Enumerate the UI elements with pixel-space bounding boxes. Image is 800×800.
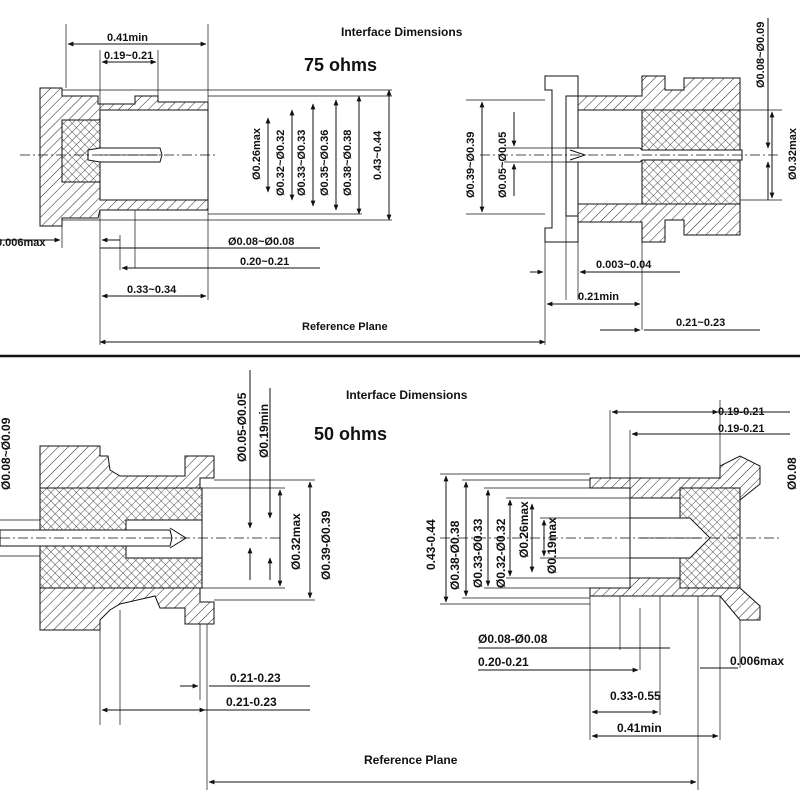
top-left-phi032: Ø0.32~Ø0.32 — [275, 130, 287, 196]
top-left-phi026max: Ø0.26max — [251, 127, 263, 180]
top-right-021-023: 0.21~0.23 — [676, 317, 725, 329]
top-right-dimensions: Ø0.39~Ø0.39 Ø0.05~Ø0.05 Ø0.08~Ø0.09 Ø0.3… — [465, 18, 799, 345]
bottom-left-phi019min: Ø0.19min — [257, 404, 271, 458]
top-title: Interface Dimensions — [341, 25, 463, 39]
top-right-connector — [480, 75, 780, 243]
bottom-right-0006max: 0.006max — [730, 654, 784, 668]
top-left-033-034: 0.33~0.34 — [127, 284, 177, 296]
bottom-right-edge-label: Ø0.08 — [785, 457, 799, 490]
bottom-left-phi005: Ø0.05-Ø0.05 — [235, 392, 249, 462]
top-left-019-021: 0.19~0.21 — [104, 50, 153, 62]
top-reference-plane: Reference Plane — [302, 321, 388, 333]
bottom-left-021-023-b: 0.21-0.23 — [226, 695, 277, 709]
bottom-reference-plane: Reference Plane — [364, 753, 458, 767]
top-right-0003-004: 0.003~0.04 — [596, 259, 652, 271]
bottom-right-dimensions: 0.19-0.21 0.19-0.21 Ø0.08 0.43-0.44 Ø0.3… — [424, 400, 799, 790]
top-impedance: 75 ohms — [304, 55, 377, 75]
top-panel-75ohm: Interface Dimensions 75 ohms 0.41min 0.1… — [0, 18, 799, 345]
top-right-phi008-009: Ø0.08~Ø0.09 — [755, 22, 767, 88]
top-right-pin — [565, 147, 743, 163]
top-right-phi039: Ø0.39~Ø0.39 — [465, 132, 477, 198]
top-left-043-044: 0.43~0.44 — [372, 130, 384, 180]
top-right-phi005: Ø0.05~Ø0.05 — [497, 132, 509, 198]
bottom-right-033-055: 0.33-0.55 — [610, 689, 661, 703]
bottom-panel-50ohm: Interface Dimensions 50 ohms Ø0.08~Ø0.09… — [0, 370, 799, 790]
top-left-phi035-036: Ø0.35~Ø0.36 — [319, 130, 331, 196]
bottom-left-phi039: Ø0.39-Ø0.39 — [319, 510, 333, 580]
bottom-right-connector — [440, 455, 780, 621]
top-left-phi008: Ø0.08~Ø0.08 — [228, 236, 294, 248]
bottom-right-019-021-b: 0.19-0.21 — [718, 423, 764, 435]
bottom-right-phi038: Ø0.38-Ø0.38 — [448, 520, 462, 590]
bottom-impedance: 50 ohms — [314, 424, 387, 444]
top-left-phi033: Ø0.33~Ø0.33 — [296, 130, 308, 196]
top-left-dimensions: 0.41min 0.19~0.21 Ø0.26max Ø0.32~Ø0.32 Ø… — [0, 24, 392, 345]
top-left-phi038: Ø0.38~Ø0.38 — [342, 130, 354, 196]
bottom-left-phi032max: Ø0.32max — [289, 513, 303, 570]
bottom-left-dimensions: Ø0.05-Ø0.05 Ø0.19min Ø0.32max Ø0.39-Ø0.3… — [99, 370, 333, 790]
bottom-right-phi026max: Ø0.26max — [517, 501, 531, 558]
bottom-left-connector — [0, 445, 280, 631]
top-left-020-021: 0.20~0.21 — [240, 256, 289, 268]
top-left-041min: 0.41min — [107, 32, 148, 44]
bottom-left-021-023-a: 0.21-0.23 — [230, 671, 281, 685]
bottom-right-019-021-a: 0.19-0.21 — [718, 406, 764, 418]
bottom-title: Interface Dimensions — [346, 388, 468, 402]
top-left-0006max: 0.006max — [0, 237, 46, 249]
top-left-connector — [20, 87, 215, 227]
bottom-right-041min: 0.41min — [617, 721, 662, 735]
bottom-right-phi008: Ø0.08-Ø0.08 — [478, 632, 548, 646]
bottom-right-phi032: Ø0.32-Ø0.32 — [494, 518, 508, 588]
top-right-phi032max: Ø0.32max — [787, 127, 799, 180]
bottom-left-edge-label: Ø0.08~Ø0.09 — [0, 417, 13, 490]
bottom-right-020-021: 0.20-0.21 — [478, 655, 529, 669]
top-right-021min: 0.21min — [578, 291, 619, 303]
bottom-right-043-044: 0.43-0.44 — [424, 519, 438, 570]
bottom-right-phi033: Ø0.33-Ø0.33 — [471, 518, 485, 588]
bottom-right-phi019max: Ø0.19max — [545, 517, 559, 574]
